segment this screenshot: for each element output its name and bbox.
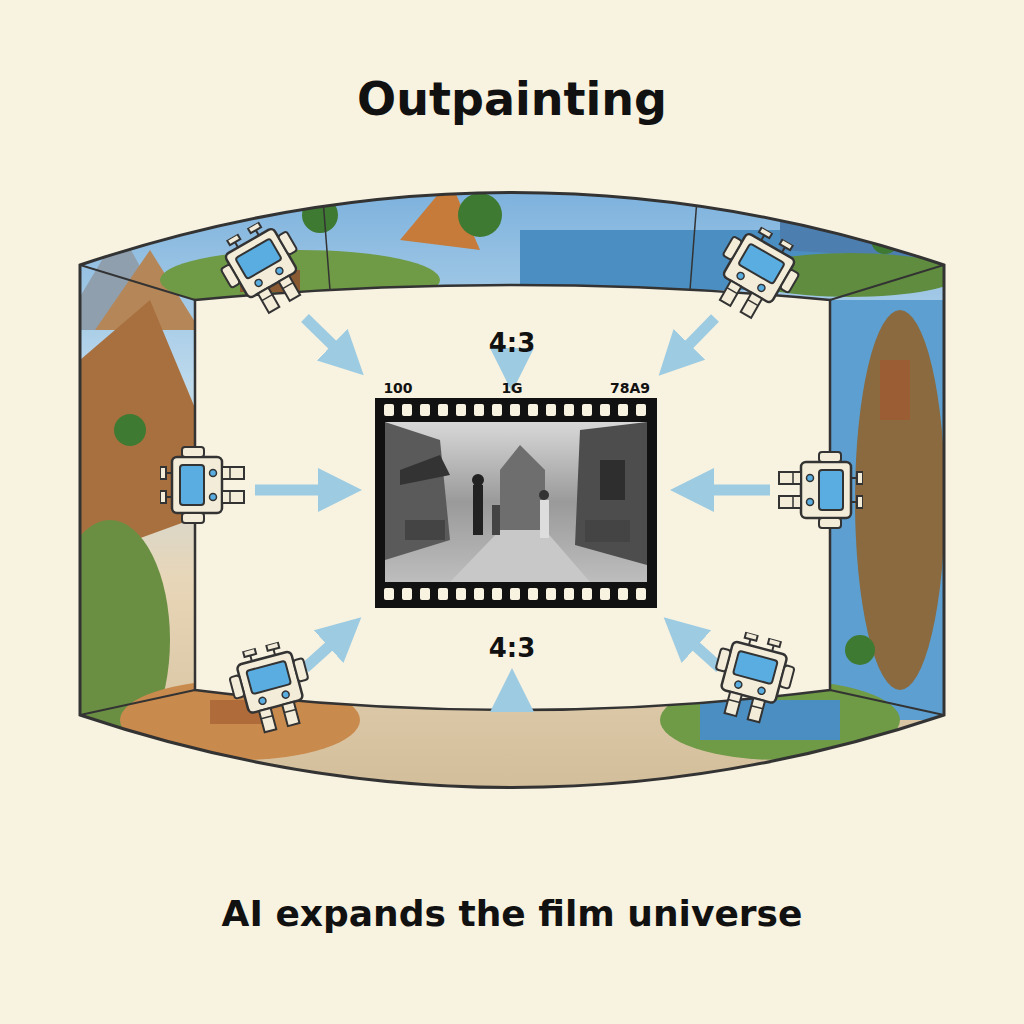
expansion-arrows: [255, 318, 770, 712]
robot-figures: [160, 212, 863, 737]
film-edge-marking: 1G: [501, 380, 522, 396]
aspect-ratio-label: 4:3: [489, 633, 536, 663]
diagram-title: Outpainting: [0, 72, 1024, 126]
landscape-band: [0, 100, 1024, 900]
aspect-ratio-label: 4:3: [489, 328, 536, 358]
outer-frame: [80, 193, 944, 788]
film-edge-marking: 78A9: [610, 380, 650, 396]
film-edge-marking: 100: [383, 380, 412, 396]
diagram-caption: AI expands the film universe: [0, 893, 1024, 934]
film-frame: [375, 398, 657, 608]
